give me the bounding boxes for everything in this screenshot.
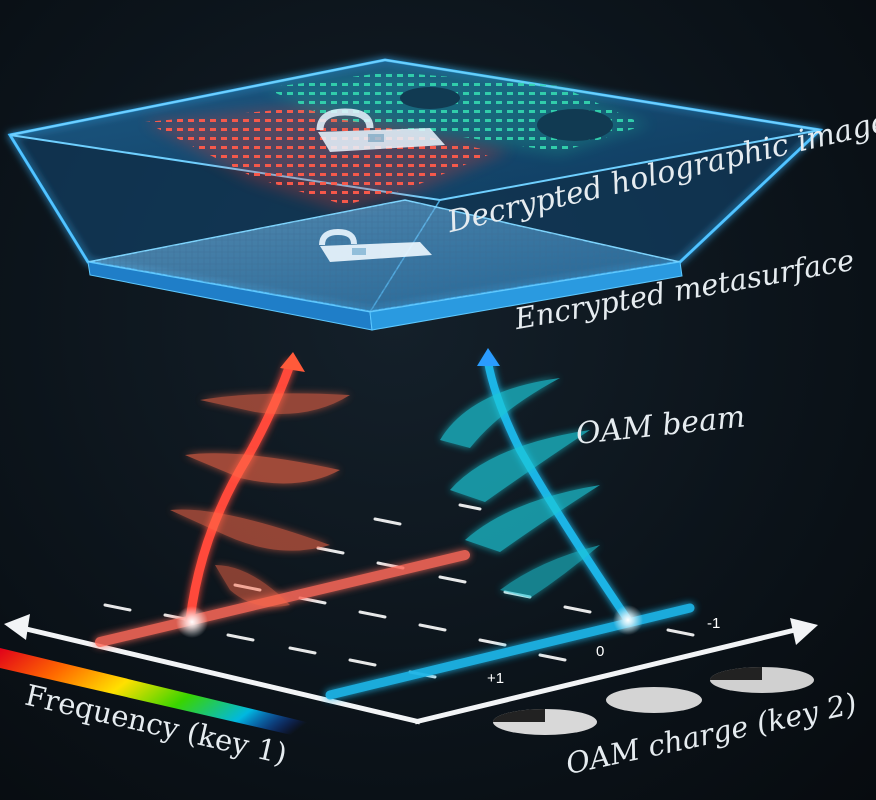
oam-mode-minus1 (710, 667, 814, 693)
oam-tick-plus1: +1 (487, 670, 505, 687)
oam-tick-zero: 0 (596, 643, 605, 660)
oam-tick-minus1: -1 (707, 615, 721, 632)
hologram-green-pattern (265, 70, 650, 155)
rainbow-band (0, 648, 360, 745)
blue-oam-beam (440, 348, 643, 635)
oam-mode-plus1 (493, 709, 597, 735)
hologram-plate (7, 58, 824, 331)
grid-dashes (103, 503, 695, 679)
lock-icon (319, 228, 432, 262)
oam-mode-zero (606, 687, 702, 713)
lock-icon (316, 108, 445, 152)
frequency-axis (4, 614, 421, 725)
red-oam-beam (170, 352, 350, 638)
oam-axis (414, 618, 818, 725)
